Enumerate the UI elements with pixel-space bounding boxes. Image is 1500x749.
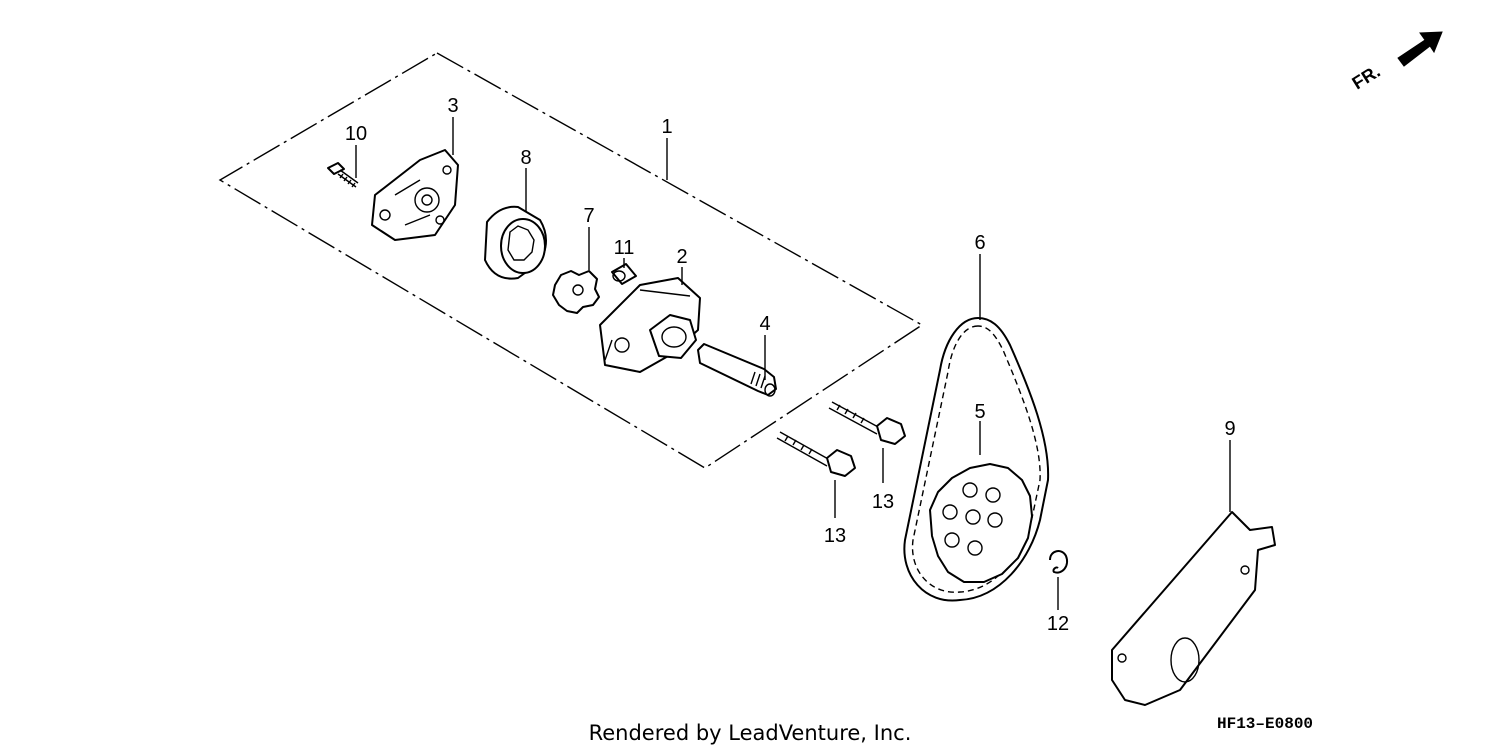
part-8-outer-rotor[interactable] — [484, 205, 547, 280]
part-9-chain-guide-plate[interactable] — [1111, 511, 1276, 706]
part-12-snap-ring[interactable] — [1049, 550, 1068, 574]
callout-7: 7 — [583, 205, 594, 227]
callout-3: 3 — [447, 95, 458, 117]
diagram-code: HF13–E0800 — [1217, 715, 1313, 733]
callout-12: 12 — [1047, 613, 1069, 635]
part-11-dowel-pin[interactable] — [611, 263, 637, 285]
callout-5: 5 — [974, 401, 985, 423]
callout-1: 1 — [661, 116, 672, 138]
callout-13-upper: 13 — [872, 491, 894, 513]
front-arrow-icon — [1397, 31, 1443, 67]
oil-pump-assembly-group-box — [218, 52, 924, 469]
callout-4: 4 — [759, 313, 770, 335]
front-label: FR. — [1349, 61, 1384, 93]
callout-13-lower: 13 — [824, 525, 846, 547]
callout-6: 6 — [974, 232, 985, 254]
part-13-bolt-lower[interactable] — [776, 431, 856, 477]
callout-11: 11 — [614, 237, 635, 259]
front-direction-indicator: FR. — [1349, 31, 1443, 93]
callout-2: 2 — [676, 246, 687, 268]
part-7-inner-rotor[interactable] — [552, 270, 600, 314]
part-4-pump-shaft[interactable] — [697, 343, 777, 397]
callout-8: 8 — [520, 147, 531, 169]
part-13-bolt-upper[interactable] — [828, 401, 906, 445]
part-10-screw[interactable] — [327, 162, 359, 188]
footer-credit: Rendered by LeadVenture, Inc. — [589, 721, 912, 745]
part-3-pump-cover[interactable] — [371, 149, 459, 241]
part-2-pump-body[interactable] — [599, 277, 701, 373]
part-5-sprocket[interactable] — [929, 463, 1033, 583]
leader-lines — [355, 117, 1231, 610]
callout-10: 10 — [345, 123, 367, 145]
callout-9: 9 — [1224, 418, 1235, 440]
